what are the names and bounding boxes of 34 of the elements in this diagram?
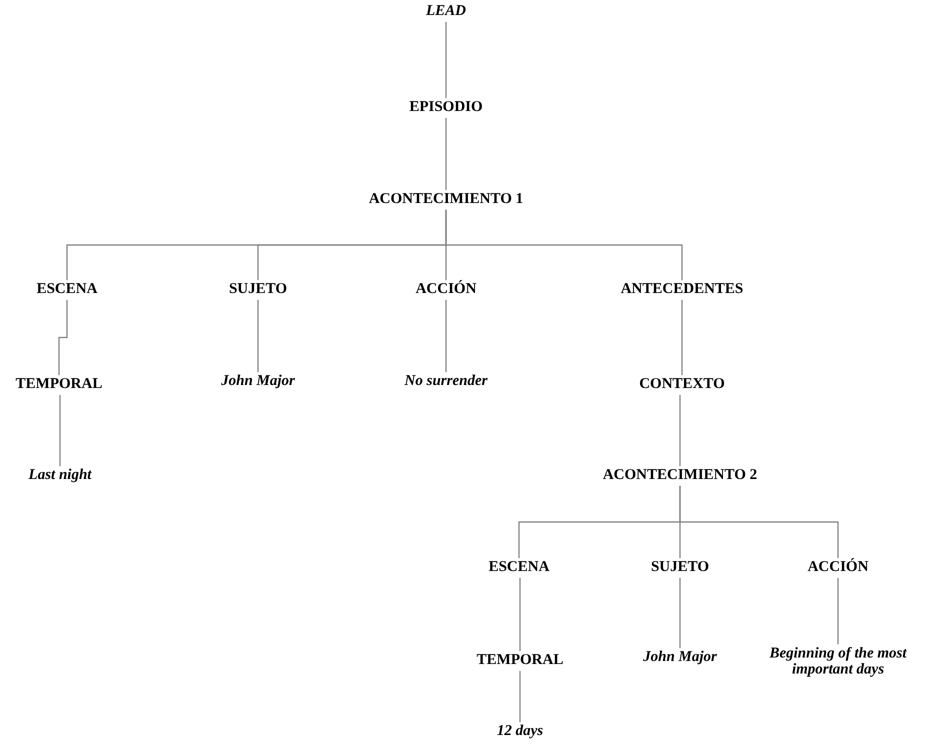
connector-line xyxy=(445,118,447,190)
connector-line xyxy=(445,300,447,372)
category-label: SUJETO xyxy=(226,281,290,299)
connector-line xyxy=(679,394,681,466)
category-label: ANTECEDENTES xyxy=(618,281,746,299)
leaf-text: John Major xyxy=(641,649,719,667)
category-label: EPISODIO xyxy=(407,99,485,117)
leaf-text: 12 days xyxy=(494,723,546,741)
connector-line xyxy=(519,670,521,722)
category-label: ACONTECIMIENTO 2 xyxy=(600,467,760,485)
category-label: ACCIÓN xyxy=(414,281,478,299)
leaf-text: Beginning of the most important days xyxy=(751,645,925,679)
connector-line xyxy=(679,486,839,558)
category-label: SUJETO xyxy=(648,559,712,577)
leaf-text: John Major xyxy=(219,373,297,391)
leaf-text: LEAD xyxy=(424,3,468,21)
category-label: TEMPORAL xyxy=(14,376,104,394)
leaf-text: Last night xyxy=(26,467,94,485)
category-label: TEMPORAL xyxy=(474,652,566,670)
connector-line xyxy=(837,578,839,644)
leaf-text: No surrender xyxy=(402,373,490,391)
connector-line xyxy=(59,394,61,466)
category-label: ESCENA xyxy=(486,559,552,577)
connector-line xyxy=(58,300,68,376)
connector-line xyxy=(445,210,683,280)
connector-line xyxy=(679,578,681,648)
connector-line xyxy=(257,300,259,372)
connector-line xyxy=(445,22,447,98)
category-label: CONTEXTO xyxy=(637,376,727,394)
connector-line xyxy=(681,300,683,376)
connector-line xyxy=(519,578,521,652)
category-label: ESCENA xyxy=(34,281,100,299)
category-label: ACCIÓN xyxy=(806,559,870,577)
category-label: ACONTECIMIENTO 1 xyxy=(366,191,526,209)
